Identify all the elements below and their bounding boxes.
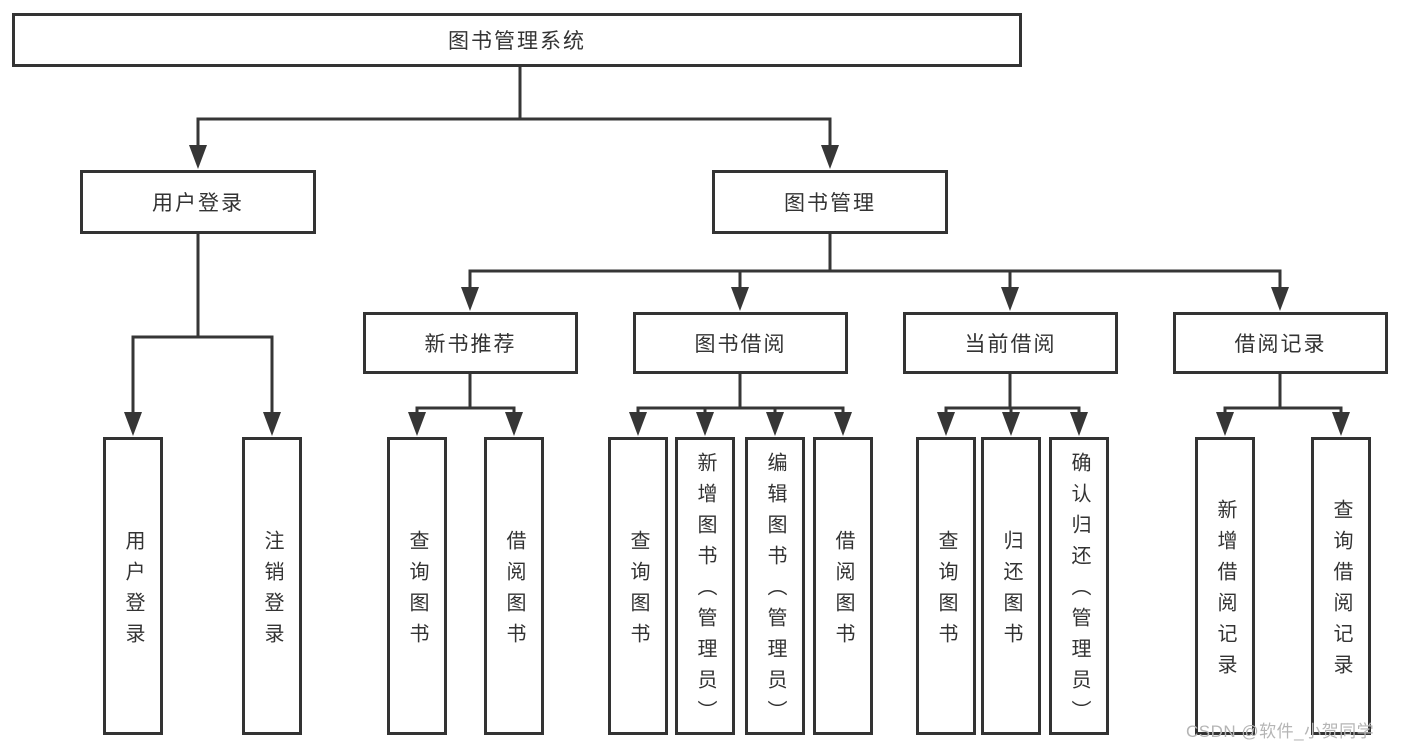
node-root: 图书管理系统 xyxy=(12,13,1022,67)
leaf-borrow-query-books-label: 查询图书 xyxy=(627,529,649,654)
leaf-query-borrow-record-label: 查询借阅记录 xyxy=(1330,498,1352,685)
node-new-book-recommend: 新书推荐 xyxy=(363,312,578,374)
leaf-newbooks-query-books: 查询图书 xyxy=(387,437,447,735)
leaf-confirm-return-admin: 确认归还（管理员） xyxy=(1049,437,1109,735)
node-book-management: 图书管理 xyxy=(712,170,948,234)
connector-new-book-recommend xyxy=(415,372,516,416)
connector-book-borrow xyxy=(636,372,845,416)
leaf-edit-books-admin: 编辑图书（管理员） xyxy=(745,437,805,735)
leaf-add-books-admin-label: 新增图书（管理员） xyxy=(694,452,716,731)
node-book-borrow-label: 图书借阅 xyxy=(694,333,787,356)
connector-book-management xyxy=(468,232,1282,291)
leaf-edit-books-admin-label: 编辑图书（管理员） xyxy=(764,452,786,731)
leaf-logout: 注销登录 xyxy=(242,437,302,735)
leaf-query-borrow-record: 查询借阅记录 xyxy=(1311,437,1371,735)
leaf-borrow-query-books: 查询图书 xyxy=(608,437,668,735)
leaf-borrow-borrow-books-label: 借阅图书 xyxy=(832,529,854,654)
leaf-return-books-label: 归还图书 xyxy=(1000,529,1022,654)
leaf-current-query-books-label: 查询图书 xyxy=(935,529,957,654)
node-borrow-records-label: 借阅记录 xyxy=(1234,333,1327,356)
connector-borrow-records xyxy=(1223,372,1343,416)
leaf-newbooks-query-books-label: 查询图书 xyxy=(406,529,428,654)
leaf-current-query-books: 查询图书 xyxy=(916,437,976,735)
node-borrow-records: 借阅记录 xyxy=(1173,312,1388,374)
node-current-borrow-label: 当前借阅 xyxy=(964,333,1057,356)
connector-root xyxy=(196,65,832,149)
leaf-newbooks-borrow-books: 借阅图书 xyxy=(484,437,544,735)
node-user-login-label: 用户登录 xyxy=(152,192,244,215)
connector-user-login xyxy=(131,232,274,416)
leaf-user-login-label: 用户登录 xyxy=(122,529,144,654)
leaf-newbooks-borrow-books-label: 借阅图书 xyxy=(503,529,525,654)
node-user-login: 用户登录 xyxy=(80,170,316,234)
node-new-book-recommend-label: 新书推荐 xyxy=(424,333,517,356)
node-book-borrow: 图书借阅 xyxy=(633,312,848,374)
leaf-logout-label: 注销登录 xyxy=(261,529,283,654)
leaf-borrow-borrow-books: 借阅图书 xyxy=(813,437,873,735)
node-root-label: 图书管理系统 xyxy=(448,30,586,53)
node-current-borrow: 当前借阅 xyxy=(903,312,1118,374)
leaf-add-borrow-record-label: 新增借阅记录 xyxy=(1214,498,1236,685)
connector-current-borrow xyxy=(944,372,1081,416)
node-book-management-label: 图书管理 xyxy=(784,192,876,215)
leaf-return-books: 归还图书 xyxy=(981,437,1041,735)
leaf-add-books-admin: 新增图书（管理员） xyxy=(675,437,735,735)
leaf-confirm-return-admin-label: 确认归还（管理员） xyxy=(1068,452,1090,731)
leaf-add-borrow-record: 新增借阅记录 xyxy=(1195,437,1255,735)
csdn-watermark: CSDN @软件_小贺同学 xyxy=(1186,722,1375,741)
leaf-user-login: 用户登录 xyxy=(103,437,163,735)
